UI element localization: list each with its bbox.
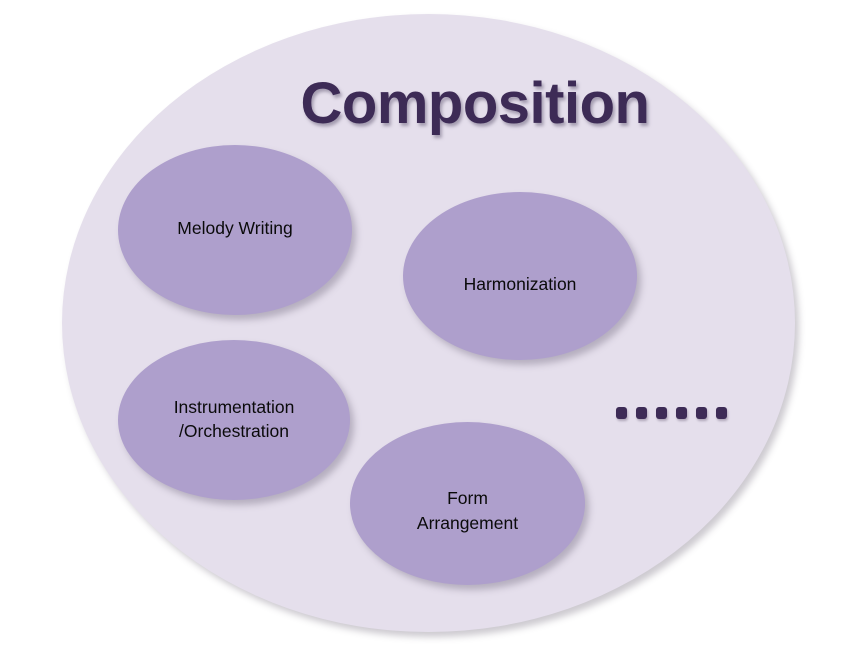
ellipsis-dot [636, 407, 647, 419]
ellipsis-dot [676, 407, 687, 419]
ellipsis-dot [616, 407, 627, 419]
ellipsis-dot [716, 407, 727, 419]
topic-ellipse-melody-writing[interactable]: Melody Writing [118, 145, 352, 315]
ellipsis-dot [656, 407, 667, 419]
topic-ellipse-form-arrangement[interactable]: Form Arrangement [350, 422, 585, 585]
page-title: Composition [300, 71, 650, 136]
topic-label-harmonization: Harmonization [463, 273, 577, 294]
topic-label-form-arrangement: Form Arrangement [416, 488, 519, 533]
topic-label-melody-writing: Melody Writing [177, 217, 293, 238]
topic-ellipse-harmonization[interactable]: Harmonization [403, 192, 637, 360]
ellipsis-dots-icon [616, 407, 727, 419]
topic-label-instrumentation-orchestration: Instrumentation /Orchestration [173, 396, 295, 441]
ellipsis-dot [696, 407, 707, 419]
topic-ellipse-instrumentation-orchestration[interactable]: Instrumentation /Orchestration [118, 340, 350, 500]
